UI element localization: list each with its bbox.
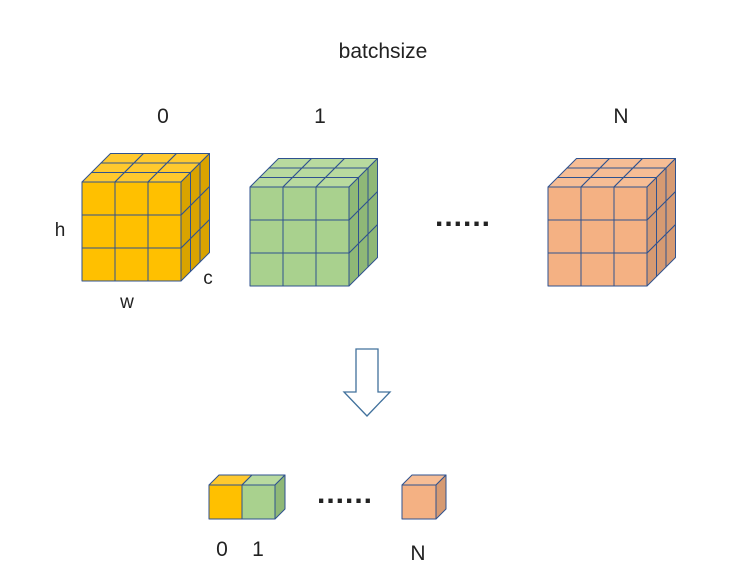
unit-cube-front xyxy=(315,219,350,254)
unit-cube-front xyxy=(315,252,350,287)
unit-cube-front xyxy=(613,252,648,287)
unit-cube-front xyxy=(315,186,350,221)
channel-label: c xyxy=(203,268,213,289)
unit-cube-front xyxy=(547,186,582,221)
diagram-title: batchsize xyxy=(339,40,428,63)
vector-cube-side xyxy=(435,474,447,520)
unit-cube-front xyxy=(114,181,149,216)
unit-cube-front xyxy=(81,181,116,216)
vector-cube-front xyxy=(241,484,276,520)
unit-cube-front xyxy=(147,214,182,249)
unit-cube-front xyxy=(114,214,149,249)
unit-cube-front xyxy=(282,252,317,287)
result-label-n: N xyxy=(410,542,425,565)
unit-cube-front xyxy=(547,219,582,254)
unit-cube-front xyxy=(147,181,182,216)
down-arrow-icon xyxy=(342,348,392,417)
feature-cube-1 xyxy=(249,158,378,287)
unit-cube-front xyxy=(249,219,284,254)
result-label-0: 0 xyxy=(216,538,228,561)
batch-ellipsis: ...... xyxy=(435,200,491,233)
unit-cube-front xyxy=(580,219,615,254)
height-label: h xyxy=(55,220,66,241)
unit-cube-front xyxy=(547,252,582,287)
pooled-vector-row xyxy=(208,474,447,520)
feature-cube-n xyxy=(547,158,676,287)
vector-cube-front xyxy=(401,484,437,520)
vector-cube-front xyxy=(208,484,243,520)
unit-cube-front xyxy=(282,186,317,221)
feature-cube-0 xyxy=(81,153,210,282)
cube-index-0: 0 xyxy=(157,105,169,128)
unit-cube-side xyxy=(646,177,657,221)
unit-cube-front xyxy=(114,247,149,282)
unit-cube-front xyxy=(613,219,648,254)
width-label: w xyxy=(119,292,134,313)
unit-cube-side xyxy=(180,172,191,216)
vector-cube-side xyxy=(274,474,286,520)
unit-cube-front xyxy=(613,186,648,221)
result-label-1: 1 xyxy=(252,538,264,561)
unit-cube-front xyxy=(81,247,116,282)
unit-cube-front xyxy=(249,186,284,221)
unit-cube-front xyxy=(580,186,615,221)
unit-cube-front xyxy=(282,219,317,254)
cube-index-n: N xyxy=(613,105,628,128)
cube-index-1: 1 xyxy=(314,105,326,128)
unit-cube-front xyxy=(580,252,615,287)
unit-cube-front xyxy=(81,214,116,249)
unit-cube-front xyxy=(249,252,284,287)
unit-cube-front xyxy=(147,247,182,282)
result-ellipsis: ...... xyxy=(317,477,373,510)
unit-cube-side xyxy=(348,177,359,221)
